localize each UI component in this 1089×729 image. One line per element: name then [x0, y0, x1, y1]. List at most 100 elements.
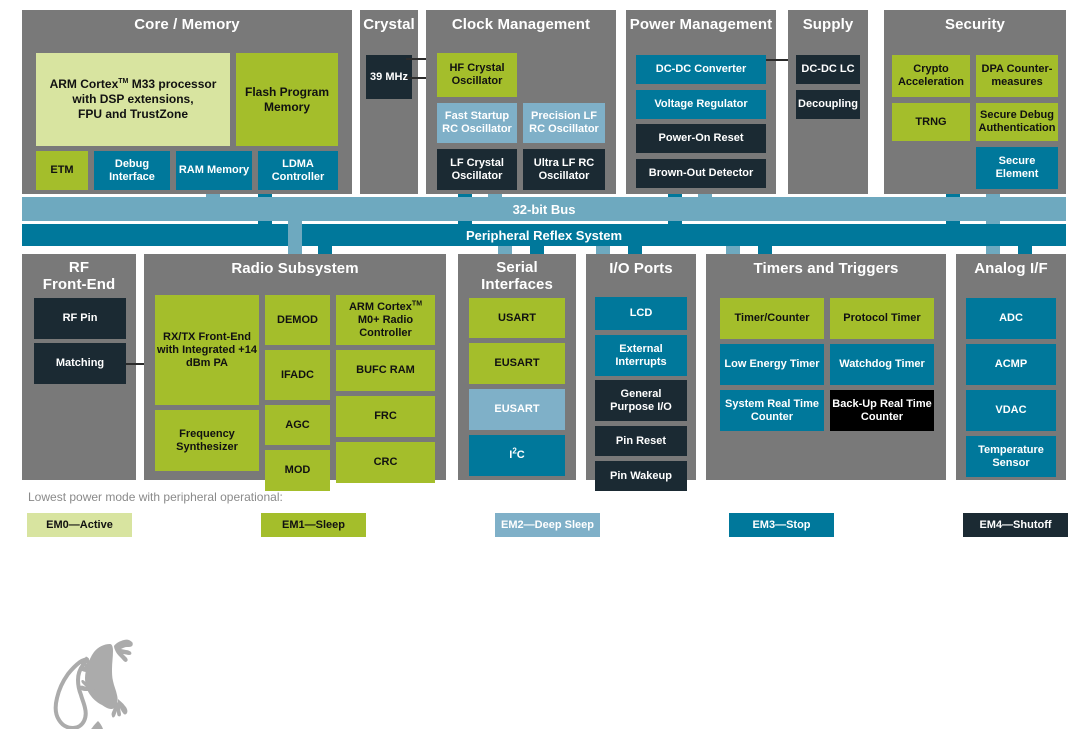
- serial-title-line-2: Interfaces: [481, 276, 553, 293]
- panel-radio-subsystem: Radio Subsystem RX/TX Front-End with Int…: [144, 254, 446, 491]
- block-rx-tx-front-end[interactable]: RX/TX Front-End with Integrated +14 dBm …: [155, 295, 259, 405]
- panel-title-radio-subsystem: Radio Subsystem: [231, 260, 359, 277]
- block-decoupling[interactable]: Decoupling: [796, 90, 860, 119]
- block-system-real-time-counter[interactable]: System Real Time Counter: [720, 390, 824, 431]
- m0-line-3: Controller: [359, 326, 412, 339]
- block-fast-startup-rc-oscillator[interactable]: Fast Startup RC Oscillator: [437, 103, 517, 143]
- rf-title-line-1: RF: [68, 259, 90, 276]
- panel-supply: Supply DC-DC LC Decoupling: [788, 10, 868, 194]
- block-power-on-reset[interactable]: Power-On Reset: [636, 124, 766, 153]
- block-dpa-countermeasures[interactable]: DPA Counter-measures: [976, 55, 1058, 97]
- bus-stub-down-timers-dark: [758, 246, 772, 256]
- bus-stub-down-analog-dark: [1018, 246, 1032, 256]
- dcdc-to-lc-wire: [766, 59, 796, 61]
- panel-security: Security Crypto Acceleration DPA Counter…: [884, 10, 1066, 194]
- block-dc-dc-converter[interactable]: DC-DC Converter: [636, 55, 766, 84]
- block-trng[interactable]: TRNG: [892, 103, 970, 141]
- bus-stub-down-radio-light: [288, 221, 302, 256]
- block-crypto-acceleration[interactable]: Crypto Acceleration: [892, 55, 970, 97]
- panel-clock-management: Clock Management HF Crystal Oscillator F…: [426, 10, 616, 194]
- panel-title-timers-and-triggers: Timers and Triggers: [753, 260, 899, 277]
- legend-item-em2[interactable]: EM2—Deep Sleep: [495, 513, 600, 537]
- block-watchdog-timer[interactable]: Watchdog Timer: [830, 344, 934, 385]
- block-timer-counter[interactable]: Timer/Counter: [720, 298, 824, 339]
- panel-timers-and-triggers: Timers and Triggers Timer/Counter Protoc…: [706, 254, 946, 480]
- block-bufc-ram[interactable]: BUFC RAM: [336, 350, 435, 391]
- block-i2c[interactable]: I2C: [469, 435, 565, 476]
- panel-serial-interfaces: Serial Interfaces USART EUSART EUSART I2…: [458, 254, 576, 480]
- panel-power-management: Power Management DC-DC Converter Voltage…: [626, 10, 776, 194]
- block-39mhz-crystal[interactable]: 39 MHz: [366, 55, 412, 99]
- block-agc[interactable]: AGC: [265, 405, 330, 445]
- block-demod[interactable]: DEMOD: [265, 295, 330, 345]
- block-dc-dc-lc[interactable]: DC-DC LC: [796, 55, 860, 84]
- block-external-interrupts[interactable]: External Interrupts: [595, 335, 687, 376]
- bus-stub-down-serial-light: [498, 246, 512, 256]
- block-secure-debug-authentication[interactable]: Secure Debug Authentication: [976, 103, 1058, 141]
- legend-item-em4[interactable]: EM4—Shutoff: [963, 513, 1068, 537]
- bus-32-bit-label: 32-bit Bus: [512, 201, 576, 217]
- legend-item-em1[interactable]: EM1—Sleep: [261, 513, 366, 537]
- block-adc[interactable]: ADC: [966, 298, 1056, 339]
- block-hf-crystal-oscillator[interactable]: HF Crystal Oscillator: [437, 53, 517, 97]
- block-crc[interactable]: CRC: [336, 442, 435, 483]
- cpu-line-2: with DSP extensions,: [72, 92, 194, 106]
- bus-32-bit: 32-bit Bus: [22, 197, 1066, 221]
- bus-prs-label: Peripheral Reflex System: [465, 227, 623, 243]
- block-precision-lf-rc-oscillator[interactable]: Precision LF RC Oscillator: [523, 103, 605, 143]
- block-pin-reset[interactable]: Pin Reset: [595, 426, 687, 456]
- block-etm[interactable]: ETM: [36, 151, 88, 190]
- panel-title-power-management: Power Management: [629, 16, 773, 33]
- block-temperature-sensor[interactable]: Temperature Sensor: [966, 436, 1056, 477]
- block-lf-crystal-oscillator[interactable]: LF Crystal Oscillator: [437, 149, 517, 190]
- panel-title-core-memory: Core / Memory: [134, 16, 240, 33]
- panel-core-memory: Core / Memory ARM CortexTM M33 processor…: [22, 10, 352, 194]
- block-brown-out-detector[interactable]: Brown-Out Detector: [636, 159, 766, 188]
- panel-title-io-ports: I/O Ports: [609, 260, 673, 277]
- block-acmp[interactable]: ACMP: [966, 344, 1056, 385]
- block-secure-element[interactable]: Secure Element: [976, 147, 1058, 189]
- block-mod[interactable]: MOD: [265, 450, 330, 491]
- crystal-wire-top: [406, 58, 436, 60]
- block-eusart-1[interactable]: EUSART: [469, 343, 565, 384]
- legend-item-em0[interactable]: EM0—Active: [27, 513, 132, 537]
- block-usart[interactable]: USART: [469, 298, 565, 338]
- legend-item-em3[interactable]: EM3—Stop: [729, 513, 834, 537]
- panel-title-security: Security: [945, 16, 1005, 33]
- m0-line-2: M0+ Radio: [357, 313, 414, 326]
- block-protocol-timer[interactable]: Protocol Timer: [830, 298, 934, 339]
- rf-title-line-2: Front-End: [42, 276, 116, 293]
- block-matching[interactable]: Matching: [34, 343, 126, 384]
- cpu-line-3: FPU and TrustZone: [77, 107, 188, 121]
- block-arm-cortex-m33[interactable]: ARM CortexTM M33 processor with DSP exte…: [36, 53, 230, 146]
- block-voltage-regulator[interactable]: Voltage Regulator: [636, 90, 766, 119]
- block-eusart-2[interactable]: EUSART: [469, 389, 565, 430]
- block-ldma-controller[interactable]: LDMA Controller: [258, 151, 338, 190]
- block-backup-real-time-counter[interactable]: Back-Up Real Time Counter: [830, 390, 934, 431]
- block-frc[interactable]: FRC: [336, 396, 435, 437]
- block-debug-interface[interactable]: Debug Interface: [94, 151, 170, 190]
- block-lcd[interactable]: LCD: [595, 297, 687, 330]
- bus-stub-down-radio-dark: [318, 246, 332, 256]
- block-rf-pin[interactable]: RF Pin: [34, 298, 126, 339]
- block-general-purpose-io[interactable]: General Purpose I/O: [595, 380, 687, 421]
- block-pin-wakeup[interactable]: Pin Wakeup: [595, 461, 687, 491]
- block-flash-program-memory[interactable]: Flash Program Memory: [236, 53, 338, 146]
- block-ram-memory[interactable]: RAM Memory: [176, 151, 252, 190]
- panel-title-rf-front-end: RF Front-End: [22, 259, 136, 293]
- block-frequency-synthesizer[interactable]: Frequency Synthesizer: [155, 410, 259, 471]
- block-vdac[interactable]: VDAC: [966, 390, 1056, 431]
- panel-title-clock-management: Clock Management: [451, 16, 591, 33]
- bus-stub-down-serial-dark: [530, 246, 544, 256]
- block-low-energy-timer[interactable]: Low Energy Timer: [720, 344, 824, 385]
- block-ifadc[interactable]: IFADC: [265, 350, 330, 400]
- bus-peripheral-reflex-system: Peripheral Reflex System: [22, 224, 1066, 246]
- crystal-wire-bottom: [406, 77, 436, 79]
- panel-title-supply: Supply: [802, 16, 854, 33]
- i2c-label: I2C: [509, 446, 525, 461]
- panel-title-crystal: Crystal: [363, 16, 415, 33]
- panel-title-serial-interfaces: Serial Interfaces: [458, 259, 576, 293]
- block-arm-cortex-m0-radio-controller[interactable]: ARM CortexTM M0+ Radio Controller: [336, 295, 435, 345]
- block-ultra-lf-rc-oscillator[interactable]: Ultra LF RC Oscillator: [523, 149, 605, 190]
- bus-stub-down-io-dark: [628, 246, 642, 256]
